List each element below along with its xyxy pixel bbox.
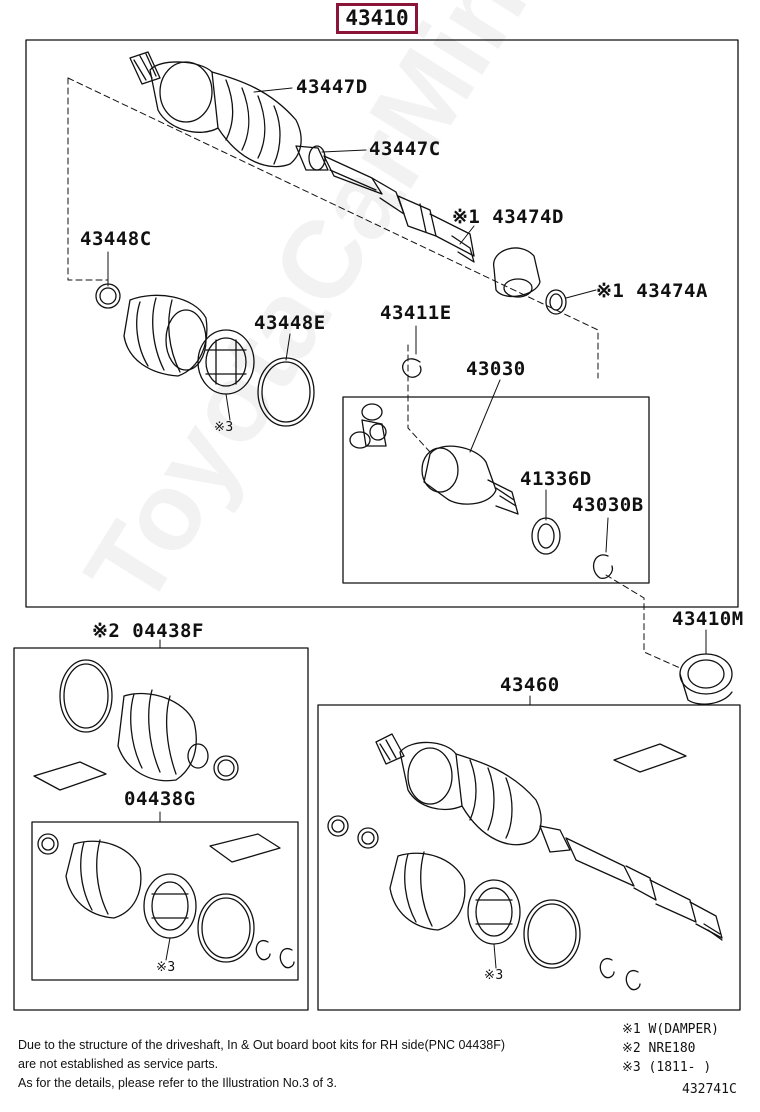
- label-43448E[interactable]: 43448E: [254, 312, 326, 334]
- kit-04438F-frame: [13, 647, 309, 1011]
- ref3-housing-main: ※3: [214, 420, 234, 435]
- label-43460[interactable]: 43460: [500, 674, 560, 696]
- note-line-3: As for the details, please refer to the …: [18, 1076, 337, 1090]
- label-43411E[interactable]: 43411E: [380, 302, 452, 324]
- label-43447C[interactable]: 43447C: [369, 138, 441, 160]
- ref3-housing-kit: ※3: [156, 960, 176, 975]
- label-43474A[interactable]: ※1 43474A: [596, 280, 708, 302]
- label-41336D[interactable]: 41336D: [520, 468, 592, 490]
- illustration-code: 432741C: [682, 1082, 737, 1097]
- label-04438F[interactable]: ※2 04438F: [92, 620, 204, 642]
- legend-3: ※3 (1811- ): [622, 1060, 712, 1075]
- bearing-43410M: [679, 653, 733, 705]
- label-04438G[interactable]: 04438G: [124, 788, 196, 810]
- label-43447D[interactable]: 43447D: [296, 76, 368, 98]
- label-43030B[interactable]: 43030B: [572, 494, 644, 516]
- label-43030[interactable]: 43030: [466, 358, 526, 380]
- legend-1: ※1 W(DAMPER): [622, 1022, 719, 1037]
- shaft-43460-parts: [327, 733, 723, 991]
- kit-04438F-parts: [33, 659, 239, 791]
- kit-04438G-parts: [37, 833, 295, 969]
- band-43448E: [257, 357, 315, 427]
- joint-43030: [349, 403, 519, 515]
- kit-04438G-frame: [31, 821, 299, 981]
- clip-43030B: [592, 554, 614, 579]
- main-shaft: [129, 51, 567, 315]
- legend-2: ※2 NRE180: [622, 1041, 696, 1056]
- ring-43411E: [402, 358, 422, 378]
- note-line-2: are not established as service parts.: [18, 1057, 219, 1071]
- housing-ref3: [197, 329, 255, 395]
- label-43448C[interactable]: 43448C: [80, 228, 152, 250]
- assembly-title: 43410: [336, 3, 418, 34]
- note-line-1: Due to the structure of the driveshaft, …: [18, 1038, 506, 1052]
- inner-boot: [123, 294, 208, 377]
- shaft-43460-frame: [317, 704, 741, 1011]
- label-43410M[interactable]: 43410M: [672, 608, 744, 630]
- ref3-housing-shaft: ※3: [484, 968, 504, 983]
- label-43474D[interactable]: ※1 43474D: [452, 206, 564, 228]
- main-frame: [25, 39, 739, 608]
- assembly-43030-frame: [342, 396, 650, 584]
